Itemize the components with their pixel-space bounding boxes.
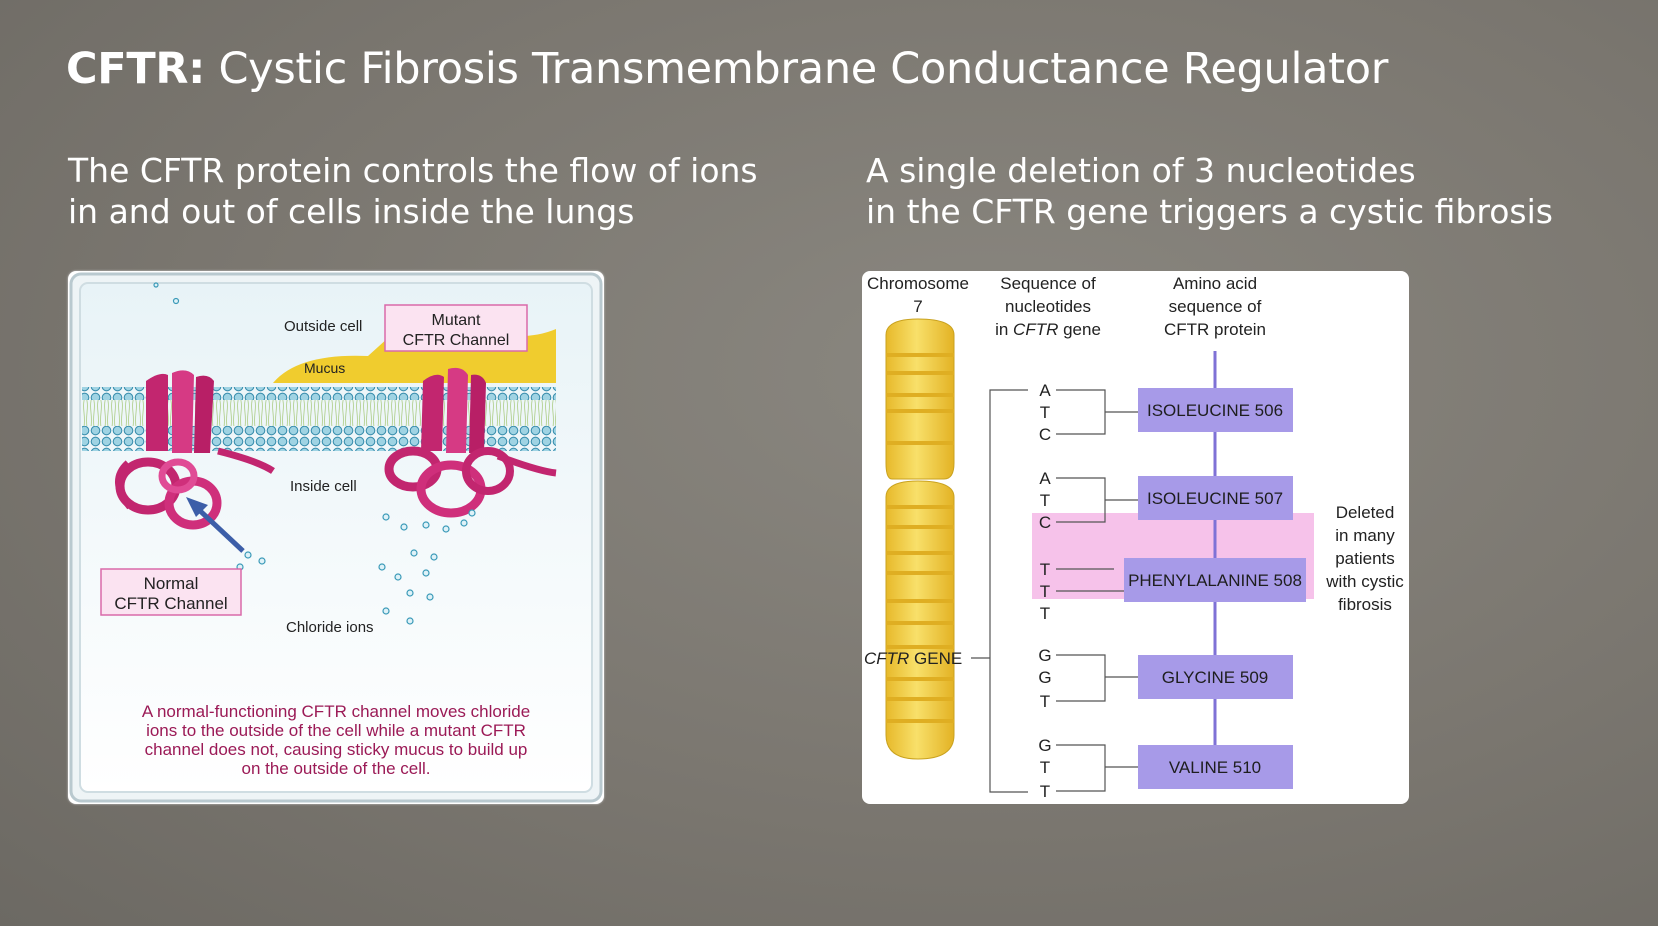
nucleotide-5: T [1040,491,1050,510]
nucleotide-letters: A T C A T C T T T G G T G T T [1038,381,1051,801]
header-amino-line1: Amino acid [1173,274,1257,293]
mutant-label-box [384,304,528,352]
chromosome-7 [885,318,955,760]
deleted-note-line5: fibrosis [1338,595,1392,614]
amino-box-508 [1124,558,1306,602]
outside-cell-label: Outside cell [284,318,362,335]
amino-acid-labels: ISOLEUCINE 506 ISOLEUCINE 507 PHENYLALAN… [1128,401,1302,777]
membrane-diagram: Outside cell Mutant CFTR Channel Mucus I… [69,272,603,803]
header-chromosome-line2: 7 [913,297,922,316]
membrane-diagram-panel: Outside cell Mutant CFTR Channel Mucus I… [68,271,604,804]
amino-acid-boxes [1124,388,1306,789]
header-chromosome-line1: Chromosome [867,274,969,293]
header-amino-line2: sequence of [1169,297,1262,316]
caption-line1: A normal-functioning CFTR channel moves … [142,702,530,721]
nucleotide-14: T [1040,758,1050,777]
nucleotide-2: T [1040,403,1050,422]
header-sequence-line1: Sequence of [1000,274,1096,293]
header-sequence-line3: in CFTR gene [995,320,1101,339]
deleted-note-line4: with cystic [1325,572,1404,591]
amino-box-507 [1138,476,1293,520]
caption-line2: ions to the outside of the cell while a … [146,721,526,740]
amino-label-509: GLYCINE 509 [1162,668,1268,687]
nucleotide-13: G [1038,736,1051,755]
cftr-gene-label: CFTR GENE [864,649,962,668]
normal-label-box [100,568,242,616]
gene-diagram: Chromosome 7 Sequence of nucleotides in … [864,274,1404,801]
deleted-note-line2: in many [1335,526,1395,545]
nucleotide-10: G [1038,646,1051,665]
amino-label-508: PHENYLALANINE 508 [1128,571,1302,590]
gene-bracket [989,389,1028,793]
right-subtitle-line1: A single deletion of 3 nucleotides [866,151,1416,190]
codon-brackets [1056,389,1138,792]
title-rest: Cystic Fibrosis Transmembrane Conductanc… [205,44,1389,94]
normal-channel-shape [115,370,275,530]
amino-label-510: VALINE 510 [1169,758,1261,777]
nucleotide-9: T [1040,604,1050,623]
normal-label-line2: CFTR Channel [114,594,227,613]
mutant-label-line2: CFTR Channel [403,332,510,349]
amino-label-507: ISOLEUCINE 507 [1147,489,1283,508]
amino-label-506: ISOLEUCINE 506 [1147,401,1283,420]
caption-line3: channel does not, causing sticky mucus t… [145,740,528,759]
nucleotide-1: A [1039,381,1051,400]
right-subtitle: A single deletion of 3 nucleotides in th… [866,150,1553,232]
gene-diagram-panel: Chromosome 7 Sequence of nucleotides in … [862,271,1409,804]
mutant-channel-shape [384,367,557,518]
header-amino-line3: CFTR protein [1164,320,1266,339]
nucleotide-15: T [1040,782,1050,801]
left-subtitle: The CFTR protein controls the flow of io… [68,150,758,232]
amino-box-506 [1138,388,1293,432]
nucleotide-12: T [1040,692,1050,711]
inside-cell-label: Inside cell [290,478,357,495]
nucleotide-3: C [1039,425,1051,444]
nucleotide-11: G [1038,668,1051,687]
right-subtitle-line2: in the CFTR gene triggers a cystic fibro… [866,192,1553,231]
ion-arrow [194,505,245,553]
amino-box-509 [1138,655,1293,699]
amino-box-510 [1138,745,1293,789]
mutant-label-line1: Mutant [432,312,481,329]
nucleotide-4: A [1039,469,1051,488]
nucleotide-6: C [1039,513,1051,532]
deleted-note: Deleted in many patients with cystic fib… [1325,503,1404,614]
normal-label-line1: Normal [144,574,199,593]
header-sequence-line2: nucleotides [1005,297,1091,316]
caption-line4: on the outside of the cell. [241,759,430,778]
nucleotide-8: T [1040,582,1050,601]
left-subtitle-line2: in and out of cells inside the lungs [68,192,635,231]
deleted-note-line1: Deleted [1336,503,1395,522]
chloride-ions-label: Chloride ions [286,619,374,636]
nucleotide-7: T [1040,560,1050,579]
ion-arrowhead [186,497,208,517]
deleted-note-line3: patients [1335,549,1395,568]
title-bold: CFTR: [66,44,206,94]
left-subtitle-line1: The CFTR protein controls the flow of io… [68,151,758,190]
mucus-label: Mucus [304,360,345,376]
slide-title: CFTR: Cystic Fibrosis Transmembrane Cond… [66,44,1388,94]
